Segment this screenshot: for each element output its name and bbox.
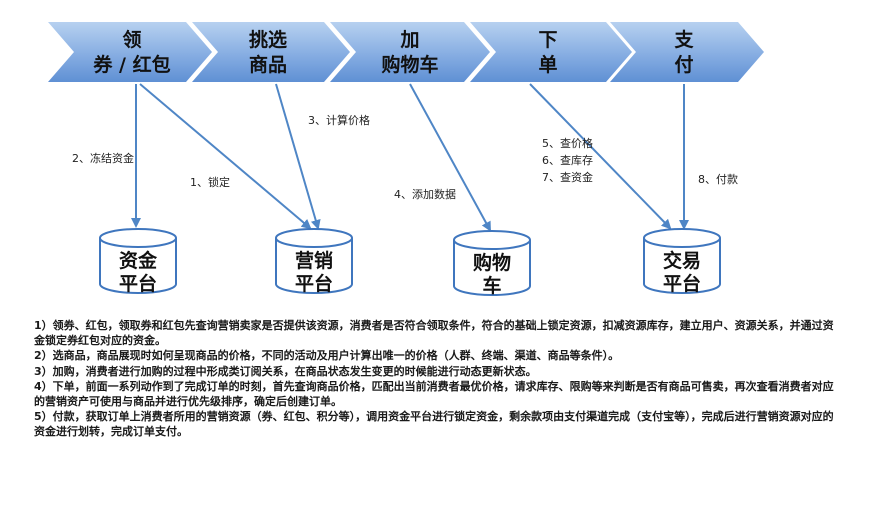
note-pay: 5）付款，获取订单上消费者所用的营销资源（券、红包、积分等），调用资金平台进行锁… [34, 410, 834, 439]
store-trade: 交易 平台 [643, 228, 721, 295]
arrow-cart-to-cartdb [409, 83, 491, 232]
cylinder-cart-top [453, 230, 531, 250]
step-pay-line1: 支 [673, 29, 694, 51]
step-pay: 支 付 [610, 22, 764, 82]
step-order-line1: 下 [538, 29, 557, 51]
arrow-coupon-to-marketing [139, 83, 312, 230]
store-cart-line1: 购物 [473, 251, 511, 274]
note-coupon: 1）领券、红包，领取券和红包先查询营销卖家是否提供该资源，消费者是否符合领取条件… [34, 319, 834, 348]
store-cart: 购物 车 [453, 230, 531, 297]
store-cart-line2: 车 [482, 274, 501, 297]
cylinder-trade-top [643, 228, 721, 248]
cylinder-marketing-shape [275, 238, 353, 294]
note-cart: 3）加购，消费者进行加购的过程中形成类订阅关系，在商品状态发生变更的时候能进行动… [34, 364, 537, 378]
step-select: 挑选 商品 [192, 22, 350, 82]
step-select-line2: 商品 [249, 53, 287, 76]
step-cart: 加 购物车 [330, 22, 490, 82]
chevron-cart-shape [330, 22, 490, 82]
edge-label-lock: 1、锁定 [190, 175, 230, 189]
edge-label-check-fund: 7、查资金 [542, 170, 593, 184]
cylinder-cart-shape [453, 240, 531, 296]
edge-label-freeze: 2、冻结资金 [72, 151, 134, 165]
process-diagram: 领 券 / 红包 挑选 商品 加 购物车 下 单 支 付 2、冻结资金 1、锁定… [48, 22, 764, 297]
note-select: 2）选商品，商品展现时如何呈现商品的价格，不同的活动及用户计算出唯一的价格（人群… [34, 349, 620, 363]
edge-label-add: 4、添加数据 [394, 187, 456, 201]
step-select-line1: 挑选 [249, 29, 287, 51]
step-coupon: 领 券 / 红包 [48, 22, 212, 82]
store-marketing: 营销 平台 [275, 228, 353, 295]
store-fund-line2: 平台 [119, 272, 157, 295]
step-cart-line1: 加 [399, 29, 419, 51]
chevron-select-shape [192, 22, 350, 82]
chevron-coupon-shape [48, 22, 212, 82]
step-order: 下 单 [470, 22, 632, 82]
store-fund-line1: 资金 [119, 249, 158, 272]
step-pay-line2: 付 [674, 53, 693, 76]
store-marketing-line1: 营销 [295, 249, 333, 272]
edge-label-payment: 8、付款 [698, 172, 738, 186]
store-fund: 资金 平台 [99, 228, 177, 295]
edge-label-calc: 3、计算价格 [308, 113, 370, 127]
step-cart-line2: 购物车 [381, 53, 438, 76]
cylinder-marketing-top [275, 228, 353, 248]
notes-block: 1）领券、红包，领取券和红包先查询营销卖家是否提供该资源，消费者是否符合领取条件… [34, 318, 834, 440]
step-order-line2: 单 [538, 53, 557, 76]
step-coupon-line1: 领 [122, 28, 141, 51]
edge-label-check-price: 5、查价格 [542, 136, 593, 150]
store-marketing-line2: 平台 [295, 272, 333, 295]
cylinder-trade-shape [643, 238, 721, 294]
cylinder-fund-top [99, 228, 177, 248]
step-coupon-line2: 券 / 红包 [92, 53, 170, 76]
chevron-pay-shape [610, 22, 764, 82]
store-trade-line1: 交易 [663, 249, 701, 272]
store-trade-line2: 平台 [663, 272, 701, 295]
arrow-order-to-trade [529, 83, 672, 230]
chevron-order-shape [470, 22, 632, 82]
arrow-select-to-marketing [275, 83, 321, 230]
note-order: 4）下单，前面一系列动作到了完成订单的时刻，首先查询商品价格，匹配出当前消费者最… [34, 379, 834, 409]
cylinder-fund-shape [99, 238, 177, 294]
edge-label-check-stock: 6、查库存 [542, 153, 593, 167]
